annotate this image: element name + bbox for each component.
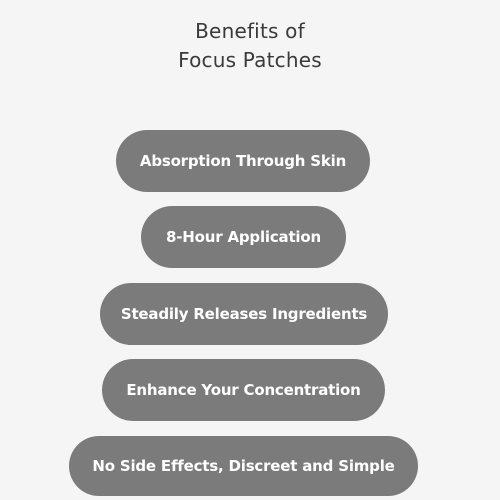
benefit-label: 8-Hour Application [166, 228, 321, 246]
title-line-2: Focus Patches [178, 48, 322, 72]
benefit-pill-duration: 8-Hour Application [141, 206, 346, 268]
benefit-pill-absorption: Absorption Through Skin [116, 130, 370, 192]
benefit-pill-no-side-effects: No Side Effects, Discreet and Simple [69, 436, 418, 496]
title-line-1: Benefits of [195, 19, 305, 43]
benefit-label: Steadily Releases Ingredients [120, 305, 368, 323]
page-title: Benefits of Focus Patches [0, 17, 500, 75]
benefit-pill-concentration: Enhance Your Concentration [102, 359, 385, 421]
benefit-label: Absorption Through Skin [139, 152, 347, 170]
benefit-pill-release: Steadily Releases Ingredients [100, 283, 388, 345]
benefit-label: Enhance Your Concentration [126, 381, 361, 399]
benefit-label: No Side Effects, Discreet and Simple [92, 457, 395, 475]
